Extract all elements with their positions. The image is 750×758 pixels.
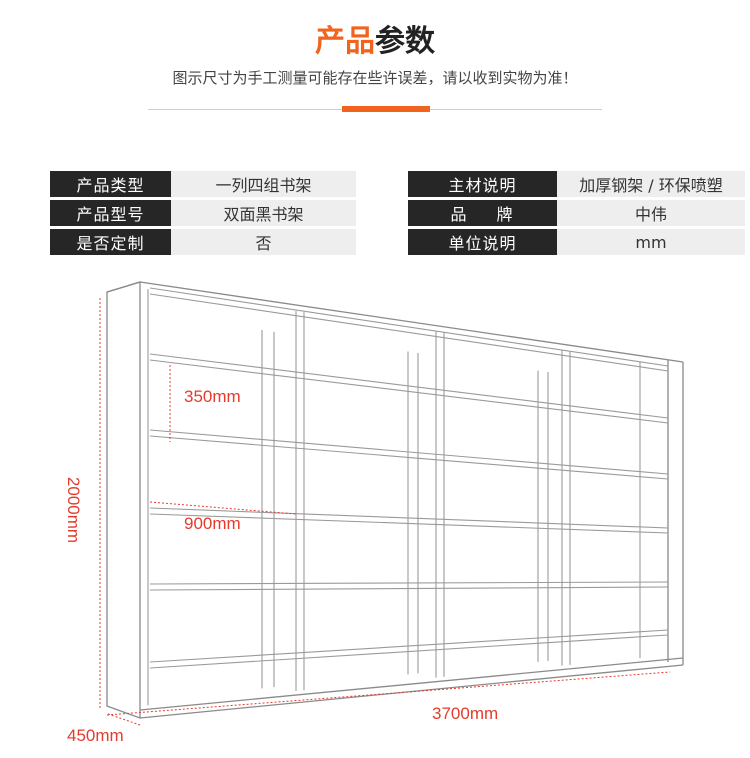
bookshelf-dimension-drawing: 350mm 900mm 2000mm 3700mm 450mm bbox=[64, 281, 684, 745]
spec-value: 否 bbox=[171, 229, 356, 255]
depth-label: 450mm bbox=[67, 726, 124, 745]
shelf-board bbox=[149, 629, 669, 663]
spec-label: 主材说明 bbox=[408, 171, 557, 197]
spec-table-left: 产品类型 一列四组书架 产品型号 双面黑书架 是否定制 否 bbox=[50, 168, 356, 258]
spec-label: 产品类型 bbox=[50, 171, 171, 197]
shelf-board-edge bbox=[149, 359, 669, 424]
shelf-board-edge bbox=[149, 513, 669, 534]
shelf-board-edge bbox=[149, 586, 669, 591]
spec-table-right: 主材说明 加厚钢架 / 环保喷塑 品牌 中伟 单位说明 mm bbox=[408, 168, 745, 258]
page-title: 产品参数 bbox=[0, 22, 750, 62]
shelf-board bbox=[149, 287, 669, 367]
shelf-board bbox=[149, 353, 669, 419]
spec-value: mm bbox=[557, 229, 745, 255]
spec-row: 产品类型 一列四组书架 bbox=[50, 171, 356, 197]
spec-row: 是否定制 否 bbox=[50, 229, 356, 255]
spec-label: 产品型号 bbox=[50, 200, 171, 226]
spec-value: 一列四组书架 bbox=[171, 171, 356, 197]
title-rest: 参数 bbox=[375, 24, 435, 59]
shelf-board-edge bbox=[149, 293, 669, 372]
shelf-gap-label: 350mm bbox=[184, 387, 241, 406]
spec-row: 主材说明 加厚钢架 / 环保喷塑 bbox=[408, 171, 745, 197]
subtitle: 图示尺寸为手工测量可能存在些许误差，请以收到实物为准！ bbox=[172, 69, 578, 87]
spec-row: 产品型号 双面黑书架 bbox=[50, 200, 356, 226]
spec-label: 单位说明 bbox=[408, 229, 557, 255]
unit-width-label: 900mm bbox=[184, 514, 241, 533]
spec-value: 加厚钢架 / 环保喷塑 bbox=[557, 171, 745, 197]
shelf-board bbox=[149, 429, 669, 475]
shelf-board-edge bbox=[149, 634, 669, 669]
unit-width-dimension-line bbox=[149, 501, 297, 515]
shelf-board bbox=[149, 581, 669, 585]
total-length-label: 3700mm bbox=[432, 704, 498, 723]
spec-value: 双面黑书架 bbox=[171, 200, 356, 226]
height-label: 2000mm bbox=[64, 477, 83, 543]
divider-accent bbox=[342, 106, 430, 112]
shelf-uprights-and-boards bbox=[147, 287, 669, 706]
depth-dimension-line bbox=[107, 713, 141, 726]
shelf-board-edge bbox=[149, 435, 669, 480]
spec-row: 单位说明 mm bbox=[408, 229, 745, 255]
spec-label: 是否定制 bbox=[50, 229, 171, 255]
spec-label: 品牌 bbox=[408, 200, 557, 226]
spec-value: 中伟 bbox=[557, 200, 745, 226]
spec-row: 品牌 中伟 bbox=[408, 200, 745, 226]
title-highlight: 产品 bbox=[315, 24, 375, 59]
shelf-board bbox=[149, 507, 669, 529]
